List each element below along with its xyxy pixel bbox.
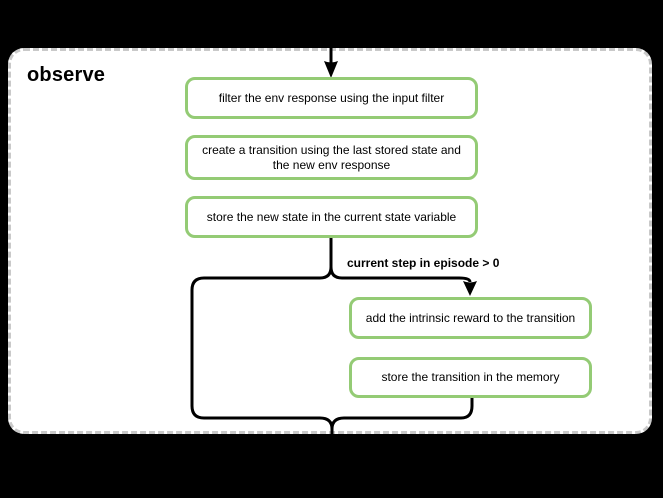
- group-title: observe: [27, 64, 106, 86]
- node-store-new-state: store the new state in the current state…: [185, 196, 478, 238]
- node-store-transition: store the transition in the memory: [349, 357, 592, 398]
- node-label: filter the env response using the input …: [218, 90, 445, 105]
- node-label: store the transition in the memory: [381, 370, 560, 384]
- node-label: store the new state in the current state…: [206, 209, 457, 224]
- node-create-transition: create a transition using the last store…: [185, 135, 478, 180]
- condition-label: current step in episode > 0: [347, 256, 500, 270]
- node-add-intrinsic-reward: add the intrinsic reward to the transiti…: [349, 297, 592, 339]
- node-filter-env-response: filter the env response using the input …: [185, 77, 478, 119]
- node-label: add the intrinsic reward to the transiti…: [365, 310, 576, 325]
- node-label: create a transition using the last store…: [202, 142, 461, 172]
